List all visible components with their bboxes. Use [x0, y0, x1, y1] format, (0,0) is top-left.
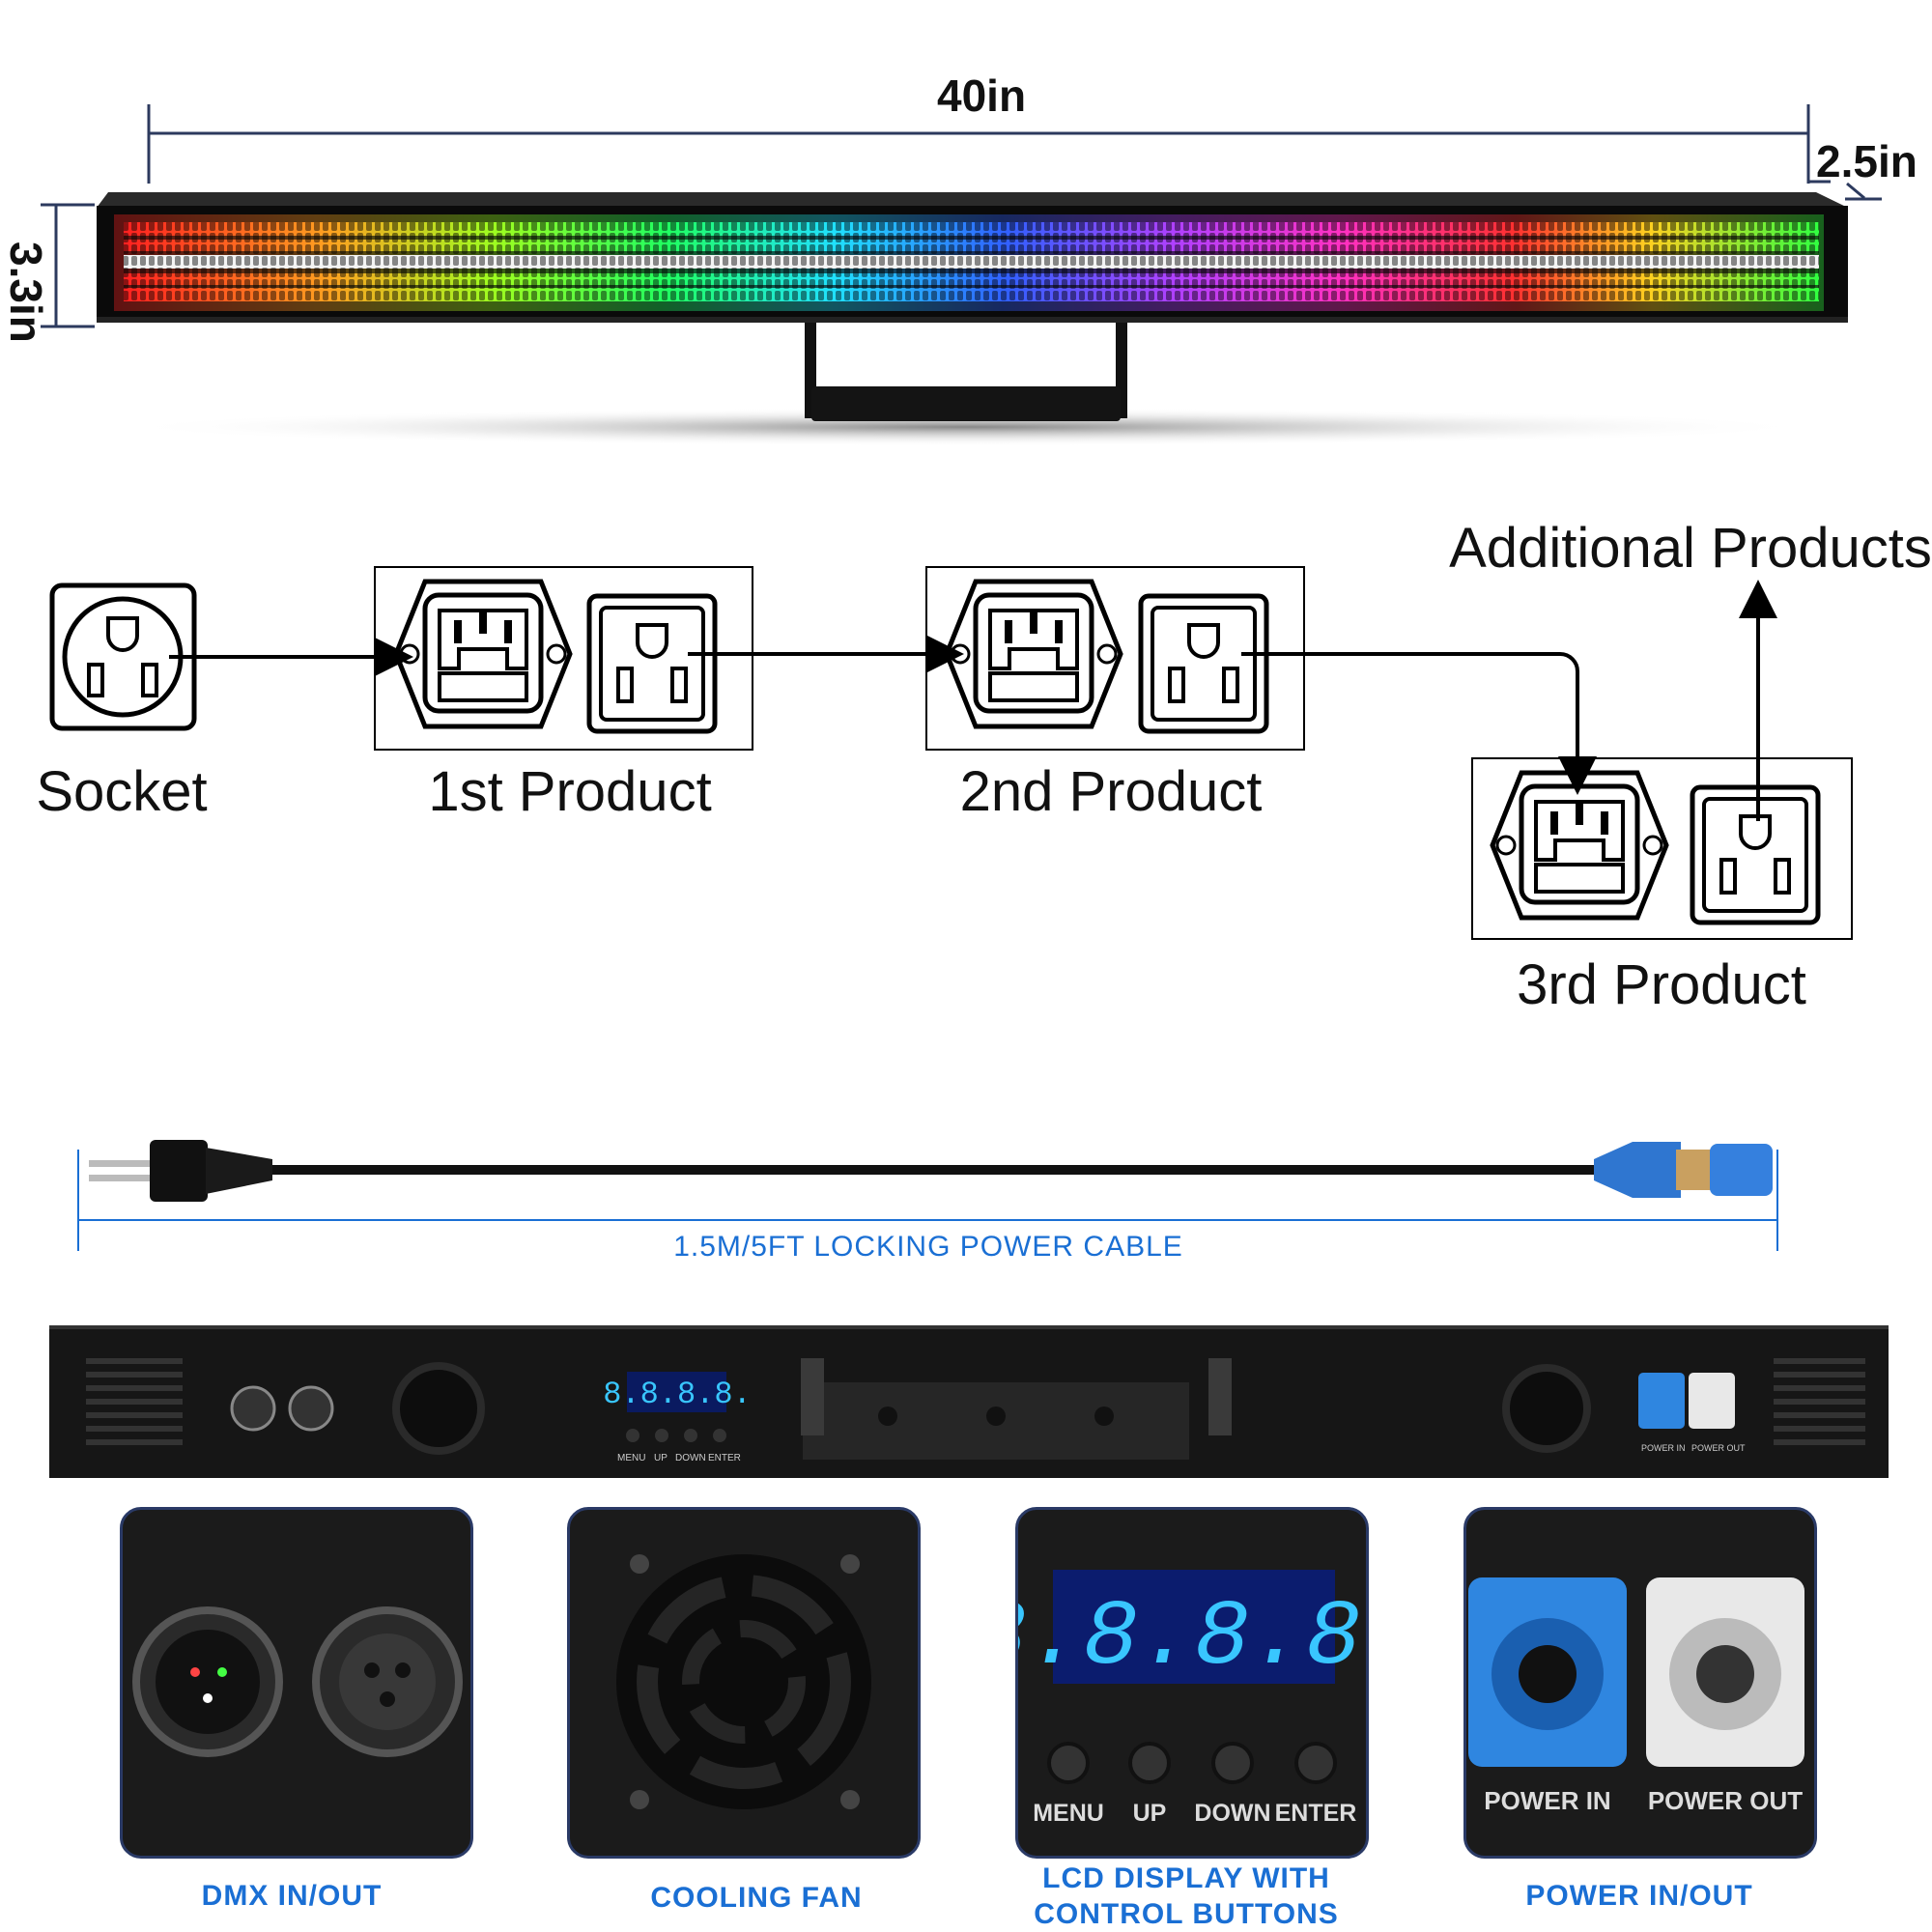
fan-icon: [392, 1362, 485, 1455]
socket-label: Socket: [36, 760, 208, 823]
cable-length-line: [77, 1150, 1778, 1251]
lcd-tile: 8.8.8.8. MENU UP DOWN ENTER: [1015, 1507, 1369, 1859]
svg-text:MENU: MENU: [617, 1453, 645, 1463]
rear-panel: 8.8.8.8. MENU UP DOWN ENTER POWER IN POW…: [49, 1325, 1889, 1478]
lcd-caption-line: LCD DISPLAY WITH: [1042, 1862, 1330, 1894]
product-2-label: 2nd Product: [959, 760, 1263, 823]
lcd-caption: LCD DISPLAY WITH CONTROL BUTTONS: [1034, 1861, 1339, 1932]
plug-icon: [89, 1140, 272, 1202]
led-bar: [97, 192, 1848, 323]
dmx-out-icon: [288, 1385, 334, 1432]
lcd-caption-line: CONTROL BUTTONS: [1034, 1898, 1339, 1930]
link-arrows: [169, 580, 1777, 821]
power-link-diagram: [49, 566, 1853, 940]
svg-text:POWER OUT: POWER OUT: [1691, 1443, 1746, 1453]
svg-text:UP: UP: [654, 1453, 668, 1463]
power-tile: POWER IN POWER OUT: [1463, 1507, 1817, 1859]
length-label: 40in: [937, 71, 1027, 121]
svg-text:8.8.8.8.: 8.8.8.8.: [603, 1377, 752, 1412]
powercon-connector-icon: [1594, 1142, 1773, 1198]
svg-text:UP: UP: [1133, 1800, 1167, 1827]
additional-products-label: Additional Products: [1449, 517, 1932, 580]
power-out-port: [1689, 1373, 1735, 1429]
power-in-port: [1638, 1373, 1685, 1429]
cable-caption: 1.5M/5FT LOCKING POWER CABLE: [673, 1231, 1183, 1263]
fan-caption: COOLING FAN: [650, 1882, 863, 1914]
fan-icon: [1502, 1364, 1591, 1453]
dmx-tile: [120, 1507, 473, 1859]
led-bar-illustration: [41, 104, 1882, 446]
height-dimension-line: [41, 203, 95, 328]
svg-text:MENU: MENU: [1033, 1800, 1104, 1827]
fan-tile: [567, 1507, 921, 1859]
depth-label: 2.5in: [1816, 136, 1918, 186]
svg-text:8.8.8.8.: 8.8.8.8.: [1018, 1585, 1366, 1690]
vent-left: [86, 1358, 1865, 1445]
svg-text:ENTER: ENTER: [708, 1453, 741, 1463]
lcd-display: [1053, 1570, 1335, 1684]
svg-text:POWER IN: POWER IN: [1484, 1786, 1610, 1815]
dmx-caption: DMX IN/OUT: [201, 1880, 383, 1912]
dmx-in-icon: [230, 1385, 276, 1432]
power-caption: POWER IN/OUT: [1525, 1880, 1753, 1912]
svg-text:DOWN: DOWN: [675, 1453, 706, 1463]
power-cable-illustration: [77, 1140, 1778, 1251]
lcd-display: [627, 1372, 726, 1412]
product-1-label: 1st Product: [428, 760, 712, 823]
length-dimension-line: [147, 104, 1882, 201]
svg-text:DOWN: DOWN: [1194, 1800, 1270, 1827]
svg-text:POWER IN: POWER IN: [1641, 1443, 1686, 1453]
product-3-label: 3rd Product: [1517, 953, 1806, 1016]
bar-shadow: [116, 408, 1816, 446]
rear-bracket: [801, 1358, 1232, 1460]
svg-text:ENTER: ENTER: [1275, 1800, 1357, 1827]
mounting-bracket: [805, 322, 1127, 421]
svg-text:POWER OUT: POWER OUT: [1648, 1786, 1803, 1815]
